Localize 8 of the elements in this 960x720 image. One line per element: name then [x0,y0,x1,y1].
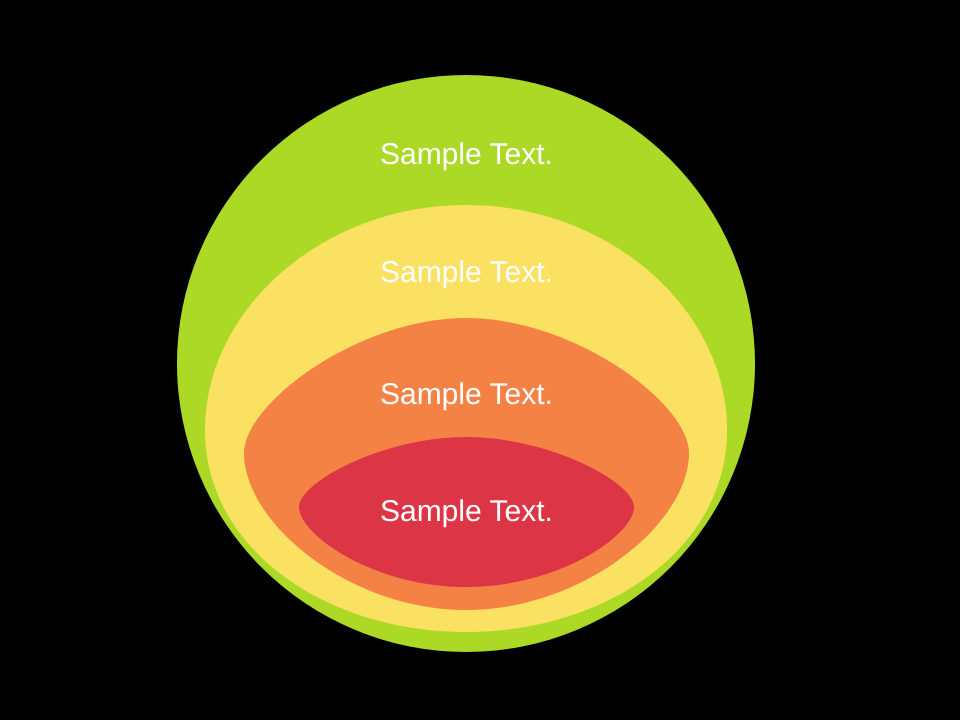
inner-layer [244,318,689,610]
core-layer [299,437,634,587]
layer-label: Sample Text. [380,137,553,173]
layer-label: Sample Text. [380,377,553,413]
middle-layer [205,205,727,632]
layer-label: Sample Text. [380,255,553,291]
layer-label: Sample Text. [380,494,553,530]
outer-circle [177,75,755,652]
